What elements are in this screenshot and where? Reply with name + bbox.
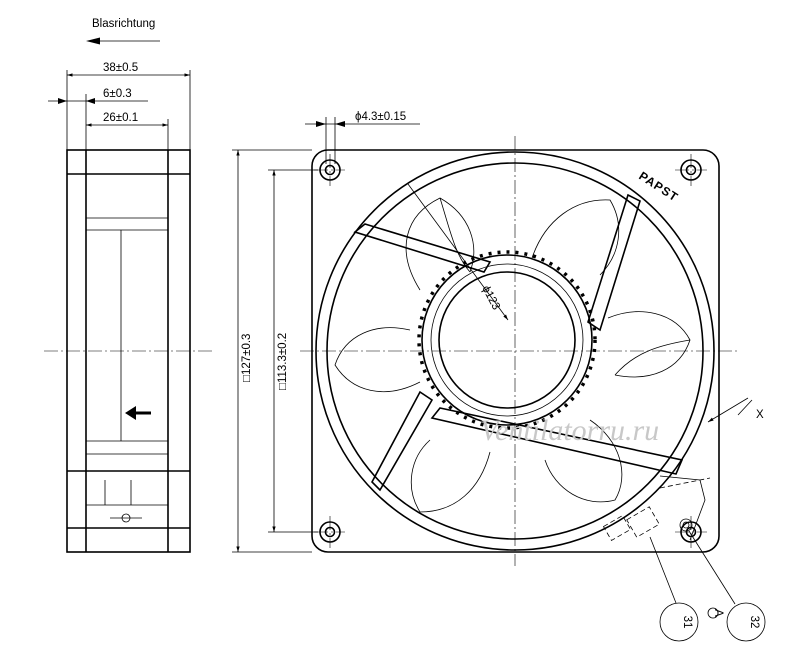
struts (353, 193, 684, 492)
venturi-diameter-value: ϕ123 (479, 284, 502, 312)
frame-size-value: □127±0.3 (241, 334, 253, 382)
callout-32-number: 32 (748, 616, 760, 629)
motor-hub-outer (421, 254, 593, 426)
callout-31-bubble (659, 602, 699, 642)
motor-hub-inner (438, 271, 576, 409)
depth-total-value: 38±0.5 (103, 62, 138, 74)
detail-x-arrow (707, 397, 749, 423)
side-view: Blasrichtung 38±0.5 6±0.3 26±0.1 (44, 18, 212, 553)
hole-spacing-value: □113.3±0.2 (277, 333, 289, 390)
callout-32-bubble (726, 602, 766, 642)
airflow-label: Blasrichtung (92, 18, 155, 30)
hole-diameter-value: ϕ4.3±0.15 (355, 111, 406, 123)
note-a-label: A (712, 609, 724, 617)
inner-depth-value: 26±0.1 (103, 112, 138, 124)
cable-exit (602, 475, 711, 541)
detail-x-label: X (756, 409, 764, 421)
watermark: Ventilatorru.ru (480, 414, 659, 447)
motor-hub-ring (430, 263, 584, 417)
fan-blades (334, 197, 691, 513)
note-a-marker (707, 607, 719, 619)
hub-fins (417, 250, 597, 430)
callout-31-number: 31 (681, 616, 693, 629)
rotation-arrow-icon (125, 406, 151, 420)
airflow-arrow (86, 37, 160, 45)
flange-value: 6±0.3 (103, 88, 132, 100)
front-view: PAPST ϕ4.3±0.15 □127±0.3 □113.3±0.2 ϕ123 (232, 111, 766, 642)
venturi-diameter-leader (407, 183, 509, 321)
